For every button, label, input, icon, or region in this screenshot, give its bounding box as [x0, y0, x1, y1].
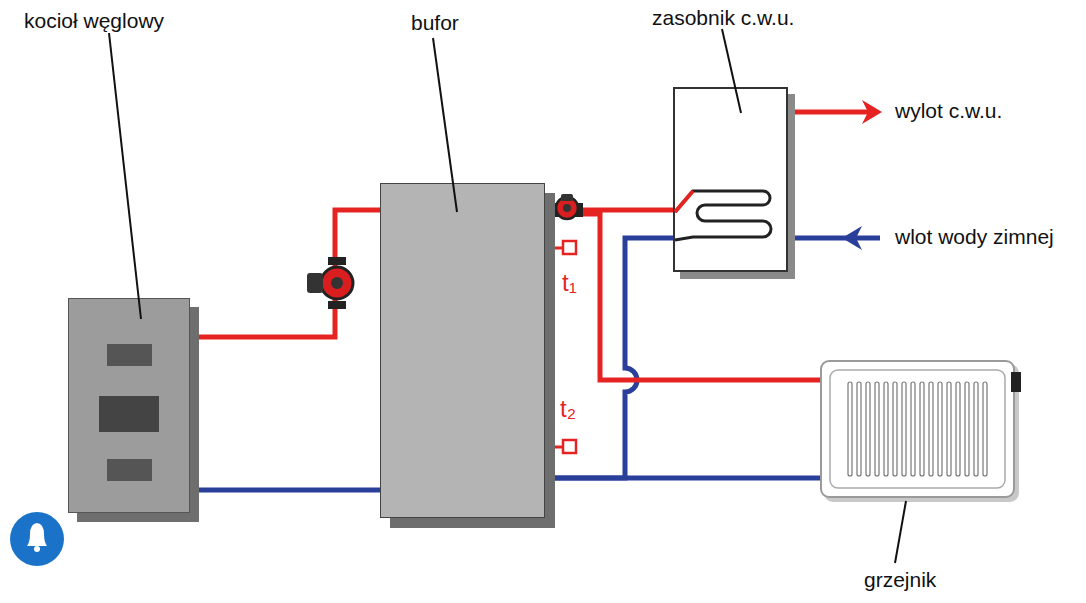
- sensor-wire: [545, 446, 563, 449]
- component-label: zasobnik c.w.u.: [652, 6, 794, 29]
- component-label: bufor: [411, 11, 459, 34]
- radiator-fin: [911, 382, 915, 476]
- radiator-fin: [938, 382, 942, 476]
- component-label: kocioł węglowy: [24, 9, 164, 32]
- radiator-fin: [947, 382, 951, 476]
- leader-line: [433, 38, 457, 212]
- radiator-fin: [965, 382, 969, 476]
- sensor-wire: [545, 247, 563, 250]
- radiator-frame: [830, 370, 1005, 488]
- outlet-pipe: [788, 110, 872, 115]
- inlet-arrow: [842, 226, 862, 250]
- radiator-fin: [866, 382, 870, 476]
- hot-water-tank: zasobnik c.w.u.: [673, 87, 788, 272]
- component-drawing: [822, 362, 1017, 500]
- radiator-fin: [974, 382, 978, 476]
- circulation-pump: [551, 194, 583, 219]
- buffer-tank: bufor: [380, 183, 545, 518]
- heating-coil: [675, 191, 771, 240]
- sensor-label: t₁: [562, 270, 577, 296]
- outlet-arrow: [862, 100, 882, 124]
- sensor: [563, 241, 576, 254]
- pipe: [190, 210, 380, 337]
- leader-line: [895, 501, 906, 563]
- coal-boiler: kocioł węglowy: [68, 298, 190, 513]
- component-label: grzejnik: [864, 568, 936, 591]
- sensor: [563, 440, 576, 453]
- radiator-fin: [902, 382, 906, 476]
- sensor-label: t₂: [560, 396, 576, 422]
- coil-inlet: [675, 191, 693, 212]
- pipe: [545, 476, 820, 481]
- leader-line: [109, 33, 141, 319]
- component-drawing: [381, 184, 546, 519]
- boiler-door: [107, 459, 152, 481]
- radiator-fin: [893, 382, 897, 476]
- radiator-fin: [983, 382, 987, 476]
- component-drawing: [69, 299, 191, 514]
- bell-clapper: [34, 546, 40, 552]
- component-drawing: [675, 89, 790, 274]
- inlet-pipe: [788, 236, 880, 241]
- leader-line: [722, 29, 741, 113]
- radiator-fin: [884, 382, 888, 476]
- radiator-fin: [857, 382, 861, 476]
- pipe: [190, 488, 380, 493]
- bell-shape: [27, 523, 47, 546]
- inlet-label: wlot wody zimnej: [895, 225, 1054, 248]
- outlet-label: wylot c.w.u.: [895, 99, 1002, 122]
- radiator-fin: [920, 382, 924, 476]
- radiator-fin: [929, 382, 933, 476]
- bell-icon: [10, 512, 64, 566]
- radiator-fin: [875, 382, 879, 476]
- boiler-door: [107, 344, 152, 366]
- pipe: [545, 238, 673, 478]
- radiator-fin: [956, 382, 960, 476]
- boiler-door: [99, 396, 159, 432]
- circulation-pump: [307, 257, 353, 309]
- radiator: grzejnik: [820, 360, 1015, 498]
- radiator-fin: [848, 382, 852, 476]
- radiator-valve: [1011, 372, 1021, 392]
